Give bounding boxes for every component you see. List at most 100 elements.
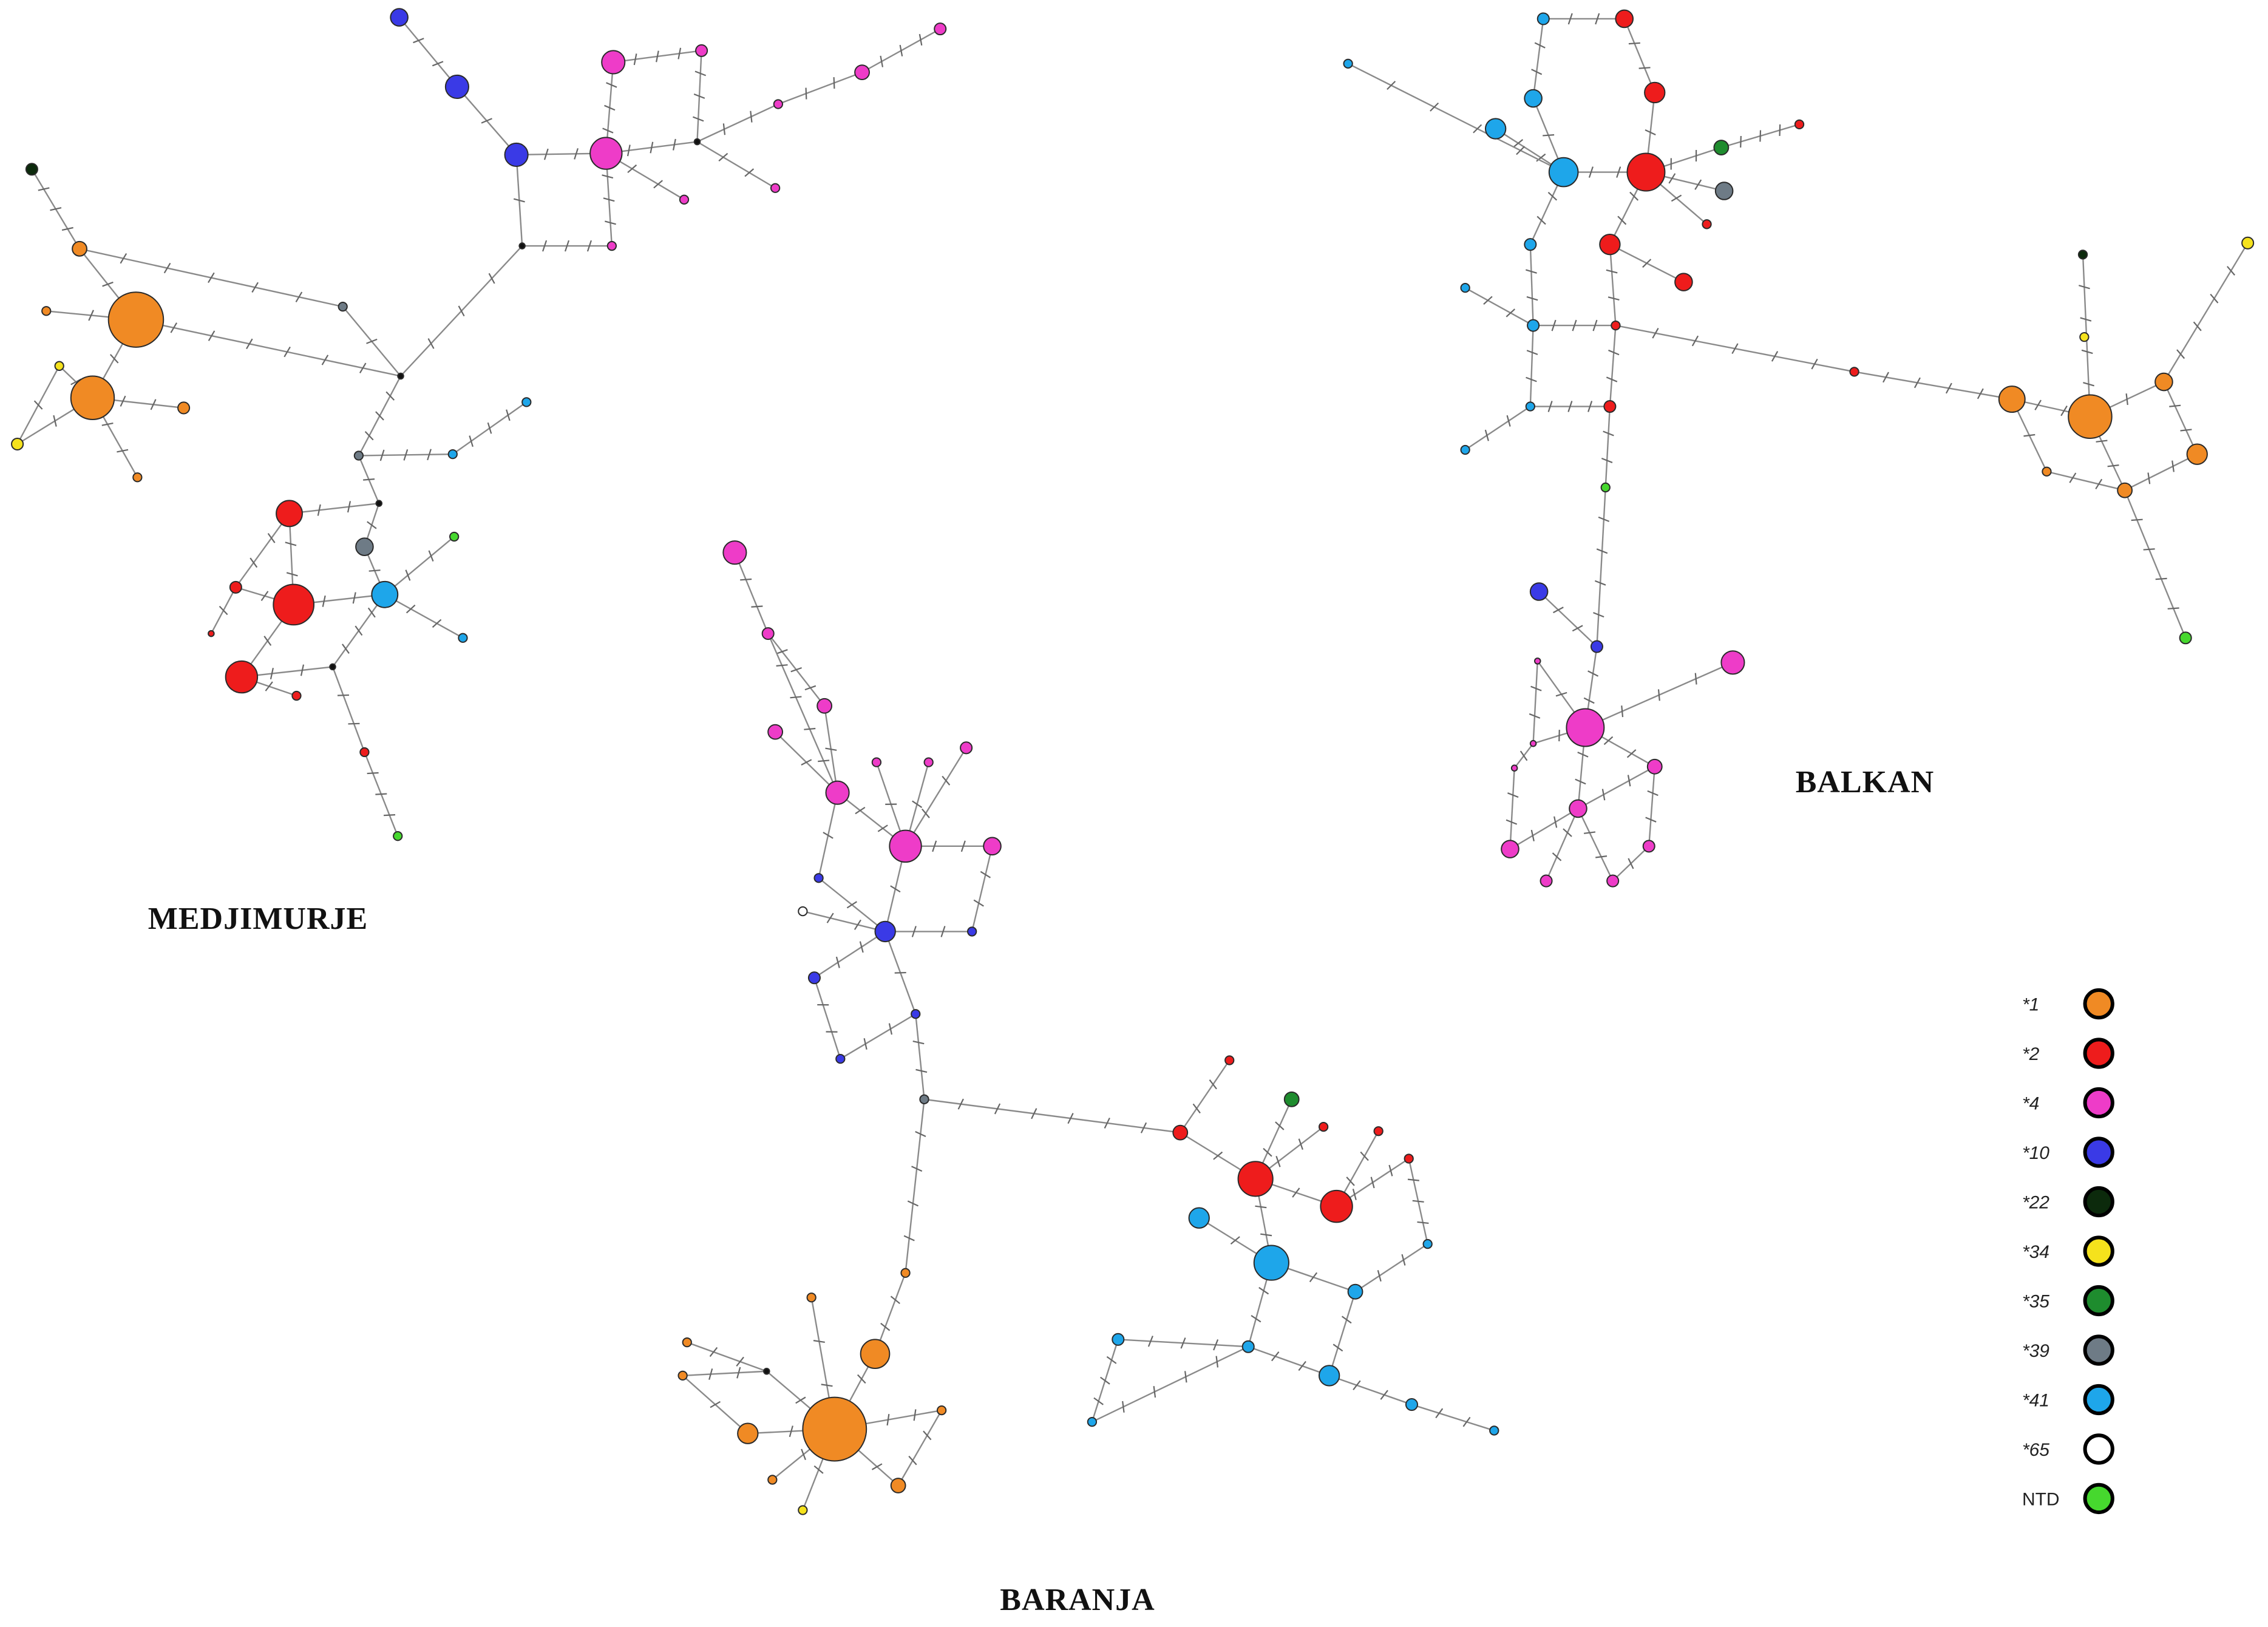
- haplotype-node: [737, 1422, 759, 1444]
- mutation-tick: [1587, 670, 1599, 677]
- haplotype-node: [1606, 874, 1620, 888]
- haplotype-node: [338, 301, 348, 312]
- mutation-tick: [347, 501, 351, 513]
- mutation-tick: [694, 70, 707, 76]
- mutation-tick: [1536, 216, 1546, 225]
- mutation-tick: [877, 824, 888, 832]
- mutation-tick: [790, 696, 802, 699]
- mutation-tick: [890, 1296, 900, 1305]
- mutation-tick: [586, 240, 592, 252]
- legend-label: *34: [2022, 1242, 2049, 1262]
- haplotype-node: [813, 873, 824, 883]
- mutation-tick: [286, 572, 298, 577]
- mutation-tick: [1401, 1254, 1406, 1266]
- haplotype-node: [589, 137, 623, 170]
- legend-swatch: [2083, 1087, 2114, 1119]
- mutation-tick: [912, 800, 923, 808]
- haplotype-node: [798, 906, 808, 917]
- mutation-tick: [740, 578, 752, 581]
- mutation-tick: [2060, 405, 2068, 416]
- mutation-tick: [458, 305, 465, 317]
- mutation-tick: [1298, 1138, 1303, 1150]
- network-edge: [687, 1341, 767, 1372]
- network-edge: [398, 16, 458, 87]
- mutation-tick: [744, 168, 755, 177]
- haplotype-node: [1566, 708, 1605, 747]
- mutation-tick: [208, 330, 216, 341]
- network-edge: [682, 1370, 767, 1377]
- mutation-tick: [1606, 376, 1618, 382]
- haplotype-node: [2079, 332, 2090, 342]
- mutation-tick: [1587, 401, 1593, 412]
- network-edge: [767, 633, 838, 793]
- mutation-tick: [1184, 1371, 1187, 1383]
- mutation-tick: [880, 55, 884, 67]
- legend-label: *1: [2022, 995, 2039, 1015]
- mutation-tick: [285, 542, 297, 546]
- mutation-tick: [1417, 1221, 1429, 1224]
- mutation-tick: [1360, 1151, 1369, 1161]
- mutation-tick: [912, 1040, 925, 1045]
- haplotype-node: [353, 450, 364, 461]
- mutation-tick: [776, 664, 788, 667]
- mutation-tick: [1601, 789, 1606, 801]
- mutation-tick: [263, 636, 272, 646]
- network-edge: [905, 1099, 925, 1273]
- haplotype-node: [911, 1009, 921, 1019]
- mutation-tick: [606, 82, 617, 88]
- mutation-tick: [911, 1166, 923, 1172]
- haplotype-node: [1525, 401, 1535, 412]
- mutation-tick: [1694, 673, 1697, 685]
- mutation-tick: [1526, 350, 1538, 355]
- mutation-tick: [1180, 1337, 1186, 1349]
- haplotype-node: [807, 971, 821, 985]
- mutation-tick: [2081, 349, 2093, 355]
- haplotype-node: [1405, 1398, 1419, 1411]
- mutation-tick: [918, 33, 923, 46]
- haplotype-node: [2042, 466, 2052, 477]
- haplotype-node: [1611, 320, 1621, 331]
- mutation-tick: [1147, 1336, 1153, 1347]
- haplotype-node: [835, 1053, 846, 1064]
- mutation-tick: [2125, 393, 2128, 406]
- mutation-tick: [633, 53, 637, 66]
- mutation-tick: [805, 87, 807, 100]
- legend-swatch: [2083, 1038, 2114, 1069]
- mutation-tick: [890, 885, 901, 893]
- network-edge: [235, 513, 290, 588]
- mutation-tick: [2069, 472, 2077, 483]
- mutation-tick: [1594, 580, 1606, 586]
- mutation-tick: [2169, 404, 2181, 407]
- haplotype-node: [682, 1337, 692, 1348]
- mutation-tick: [957, 1098, 964, 1110]
- haplotype-node: [1600, 482, 1611, 493]
- haplotype-node: [817, 698, 833, 714]
- legend-label: *2: [2022, 1044, 2040, 1064]
- mutation-tick: [367, 607, 376, 618]
- network-edge: [1465, 287, 1534, 327]
- mutation-tick: [1209, 1079, 1217, 1090]
- mutation-tick: [750, 110, 753, 123]
- mutation-tick: [1513, 139, 1524, 148]
- legend-label: *39: [2022, 1341, 2049, 1361]
- haplotype-node: [763, 1367, 770, 1375]
- haplotype-node: [11, 437, 24, 451]
- mutation-tick: [1583, 697, 1595, 704]
- mutation-tick: [1626, 749, 1637, 758]
- mutation-tick: [1526, 269, 1537, 274]
- mutation-tick: [38, 187, 50, 191]
- haplotype-node: [919, 1094, 929, 1104]
- mutation-tick: [913, 1409, 917, 1421]
- mutation-tick: [709, 1347, 718, 1357]
- mutation-tick: [322, 595, 326, 607]
- network-edge: [971, 846, 993, 932]
- network-edge: [924, 1098, 1181, 1133]
- haplotype-node: [770, 183, 781, 193]
- mutation-tick: [359, 362, 367, 373]
- haplotype-node: [107, 291, 165, 348]
- haplotype-node: [936, 1405, 947, 1416]
- mutation-tick: [1567, 13, 1573, 25]
- legend-label: *10: [2022, 1143, 2049, 1163]
- mutation-tick: [854, 919, 861, 930]
- mutation-tick: [1617, 216, 1627, 225]
